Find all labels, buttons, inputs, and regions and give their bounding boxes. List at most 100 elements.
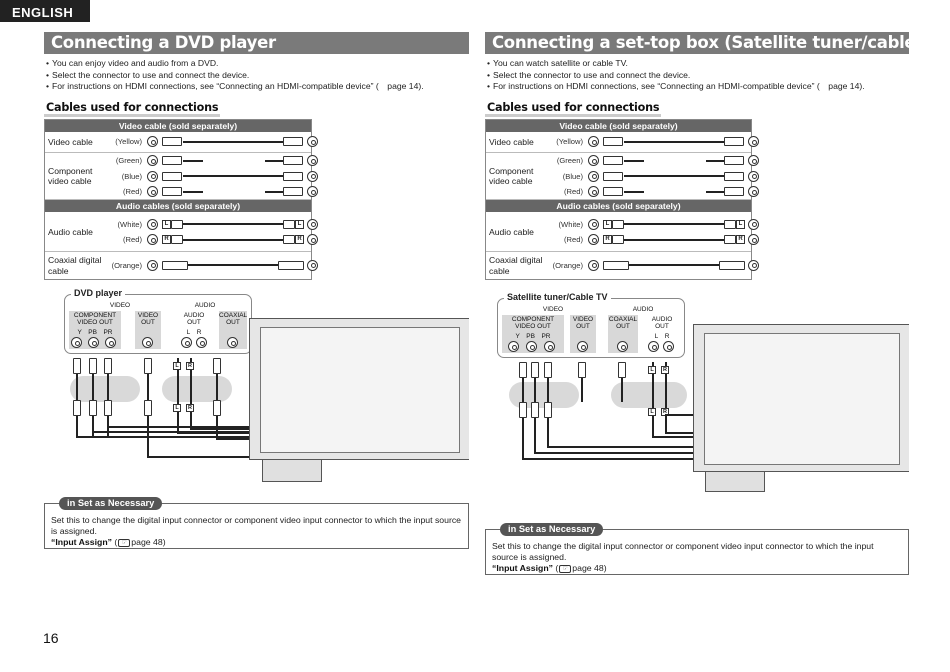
coaxial-cable-icon: [145, 258, 318, 273]
cables-heading: Cables used for connections: [44, 101, 221, 117]
group-label-video: VIDEO: [109, 302, 131, 309]
set-top-box-panel: Satellite tuner/Cable TV VIDEO AUDIO COM…: [497, 292, 685, 358]
bullet-item: You can watch satellite or cable TV.: [485, 58, 909, 70]
cable-color: (Green): [556, 156, 583, 166]
video-cable-label: Video cable: [48, 136, 93, 147]
av-receiver-rear-panel: [249, 318, 469, 460]
note-reference: “Input Assign” (☞page 48): [492, 563, 607, 574]
video-cable-header: Video cable (sold separately): [45, 119, 311, 132]
rca-cable-icon: [145, 169, 318, 184]
component-cable-label: Component video cable: [489, 165, 534, 187]
note-ref-page: page 48): [131, 537, 166, 548]
rca-cable-icon: [145, 153, 318, 168]
cable-table: Video cable (sold separately) Video cabl…: [44, 118, 318, 281]
port-label: VIDEO OUT: [137, 312, 159, 326]
dvd-connection-diagram: DVD player VIDEO AUDIO COMPONENT VIDEO O…: [44, 288, 469, 488]
coaxial-cable-icon: [586, 258, 759, 273]
av-receiver-rear-panel: [693, 324, 909, 472]
group-label-audio: AUDIO: [632, 306, 654, 313]
cable-color: (Red): [123, 187, 142, 197]
component-cable-label: Component video cable: [48, 165, 93, 187]
cable-color: (Red): [564, 235, 583, 245]
coaxial-cable-row: Coaxial digital cable (Orange): [45, 252, 318, 279]
rca-cable-icon: [145, 184, 318, 199]
bullet-item: For instructions on HDMI connections, se…: [485, 81, 909, 93]
video-cable-color: (Yellow): [115, 137, 142, 147]
bullet-item: Select the connector to use and connect …: [485, 70, 909, 82]
audio-cable-header: Audio cables (sold separately): [486, 200, 751, 213]
port-sublabel: L R: [654, 333, 670, 340]
page-reference-icon: ☞: [559, 565, 572, 574]
video-cable-label: Video cable: [489, 136, 534, 147]
port-label: COAXIAL OUT: [608, 316, 638, 330]
component-cable-row: Component video cable (Green) (Blue) (Re…: [486, 153, 759, 201]
bullet-item: For instructions on HDMI connections, se…: [44, 81, 469, 93]
cable-color: (Orange): [552, 260, 583, 270]
note-tag: in Set as Necessary: [59, 497, 163, 511]
section-title: Connecting a set-top box (Satellite tune…: [485, 32, 909, 54]
component-cable-row: Component video cable (Green) (Blue) (Re…: [45, 153, 318, 201]
port-label: VIDEO OUT: [572, 316, 594, 330]
dvd-section: Connecting a DVD player You can enjoy vi…: [44, 32, 469, 281]
video-cable-row: Video cable (Yellow): [45, 132, 318, 153]
cable-color: (Red): [123, 235, 142, 245]
note-tag: in Set as Necessary: [500, 523, 604, 537]
cable-color: (Blue): [121, 171, 142, 181]
cable-color: (Green): [115, 156, 142, 166]
port-label: AUDIO OUT: [651, 316, 673, 330]
audio-cable-label: Audio cable: [48, 226, 93, 237]
cable-color: (Red): [564, 187, 583, 197]
port-sublabel: Y PB PR: [77, 329, 113, 336]
cable-color: (Blue): [562, 171, 583, 181]
set-top-box-section: Connecting a set-top box (Satellite tune…: [485, 32, 909, 281]
cable-color: (White): [558, 219, 583, 229]
rca-cable-icon: [586, 184, 759, 199]
note-ref-label: “Input Assign”: [492, 563, 553, 574]
cable-color: (White): [117, 219, 142, 229]
note-text: Set this to change the digital input con…: [51, 515, 462, 537]
audio-cable-header: Audio cables (sold separately): [45, 200, 311, 213]
page-reference-icon: ☞: [118, 539, 131, 548]
rca-cable-icon: [586, 134, 759, 149]
port-label: COMPONENT VIDEO OUT: [511, 316, 555, 330]
cable-color: (Orange): [111, 260, 142, 270]
rca-cable-icon: [586, 153, 759, 168]
port-label: COAXIAL OUT: [219, 312, 248, 326]
audio-cable-label: Audio cable: [489, 226, 534, 237]
bullet-item: You can enjoy video and audio from a DVD…: [44, 58, 469, 70]
port-sublabel: L R: [186, 329, 202, 336]
group-label-audio: AUDIO: [194, 302, 216, 309]
group-label-video: VIDEO: [542, 306, 564, 313]
language-tab: ENGLISH: [0, 0, 90, 22]
note-ref-page: page 48): [572, 563, 607, 574]
cables-heading: Cables used for connections: [485, 101, 662, 117]
device-label: DVD player: [71, 288, 126, 298]
port-label: COMPONENT VIDEO OUT: [73, 312, 117, 326]
coaxial-cable-label: Coaxial digital cable: [48, 255, 102, 276]
set-top-box-connection-diagram: Satellite tuner/Cable TV VIDEO AUDIO COM…: [485, 292, 909, 492]
rca-cable-icon: [586, 169, 759, 184]
video-cable-color: (Yellow): [556, 137, 583, 147]
dvd-player-panel: DVD player VIDEO AUDIO COMPONENT VIDEO O…: [64, 288, 252, 354]
cable-table: Video cable (sold separately) Video cabl…: [485, 118, 759, 281]
intro-bullets: You can enjoy video and audio from a DVD…: [44, 58, 469, 93]
note-ref-label: “Input Assign”: [51, 537, 112, 548]
video-cable-header: Video cable (sold separately): [486, 119, 751, 132]
note-text: Set this to change the digital input con…: [492, 541, 874, 563]
coaxial-cable-label: Coaxial digital cable: [489, 255, 543, 276]
note-reference: “Input Assign” (☞page 48): [51, 537, 166, 548]
port-sublabel: Y PB PR: [515, 333, 551, 340]
intro-bullets: You can watch satellite or cable TV. Sel…: [485, 58, 909, 93]
port-label: AUDIO OUT: [183, 312, 205, 326]
rca-cable-icon: [145, 134, 318, 149]
note-box: in Set as Necessary Set this to change t…: [44, 497, 469, 549]
device-label: Satellite tuner/Cable TV: [504, 292, 611, 302]
page-number: 16: [43, 630, 59, 646]
coaxial-cable-row: Coaxial digital cable (Orange): [486, 252, 759, 279]
